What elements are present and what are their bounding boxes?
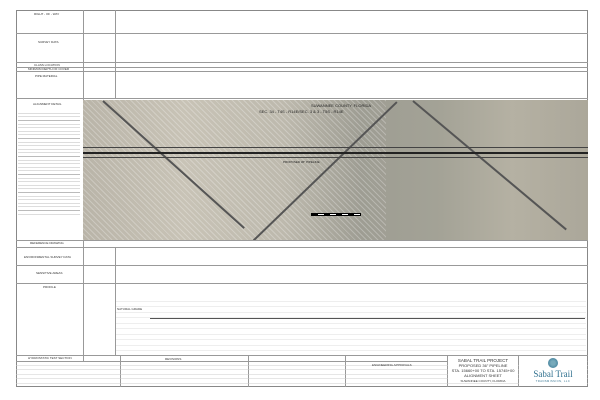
ground-line [150,318,585,319]
sheet-type: ALIGNMENT SHEET [464,373,502,378]
road [412,100,567,231]
divider [16,265,588,266]
county-label: SUWANNEE COUNTY, FLORIDA [311,103,372,108]
row-label-environmental: ENVIRONMENTAL SURVEY DATA [24,255,71,259]
logo-subtext: TRANSMISSION, LLC [535,380,571,383]
divider [115,247,116,355]
divider [115,10,116,98]
profile-grid [116,296,586,354]
row-label-class-location: CLASS LOCATION [34,63,60,67]
pipeline-row-edge [83,147,588,148]
divider [16,33,588,34]
row-label-right-of-way: RIGHT - OF - WAY [34,12,60,16]
sabal-trail-logo-icon [548,358,558,368]
divider [16,283,588,284]
row-label-pipe-material: PIPE MATERIAL [35,74,58,78]
pipeline-centerline [83,152,588,154]
divider [16,62,588,63]
revisions-label: REVISIONS [165,357,182,361]
alignment-legend [18,110,80,215]
county-name: SUWANNEE COUNTY, FLORIDA [460,379,506,383]
row-label-survey-data: SURVEY DATA [38,40,59,44]
hatched-area [83,100,386,240]
project-stations: STA. 15660+00 TO STA. 15745+00 [451,368,515,373]
divider [16,67,588,68]
divider [16,71,588,72]
row-label-alignment-detail: ALIGNMENT DETAIL [33,102,62,106]
title-bg [448,356,518,380]
row-label-min-depth: MINIMUM DEPTH OF COVER [28,67,69,71]
row-label-profile: PROFILE [43,285,56,289]
divider [16,240,588,241]
approvals-label: ENGINEERING APPROVALS [372,363,412,367]
natural-grade-label: NATURAL GRADE [117,307,143,311]
divider [16,98,588,99]
row-label-hydrostatic: HYDROSTATIC TEST SECTION [28,356,72,360]
section-label: SEC. 34 - T4S - R14E/SEC. 3 & 3 - T5S - … [259,109,344,114]
logo-area: Sabal Trail TRANSMISSION, LLC [519,356,587,386]
logo-text: Sabal Trail [533,369,573,379]
pipeline-label: PROPOSED 36" PIPELINE [283,160,320,164]
project-pipeline: PROPOSED 36" PIPELINE [458,363,508,368]
scale-bar [311,213,361,216]
row-label-sensitive-areas: SENSITIVE AREAS [36,271,63,275]
divider [16,355,588,356]
row-label-reference-drawing: REFERENCE DRAWING [30,241,64,245]
pipeline-row-edge [83,157,588,158]
aerial-map: SUWANNEE COUNTY, FLORIDA SEC. 34 - T4S -… [83,100,588,240]
project-title: SABAL TRAIL PROJECT [457,358,509,363]
divider [16,247,588,248]
